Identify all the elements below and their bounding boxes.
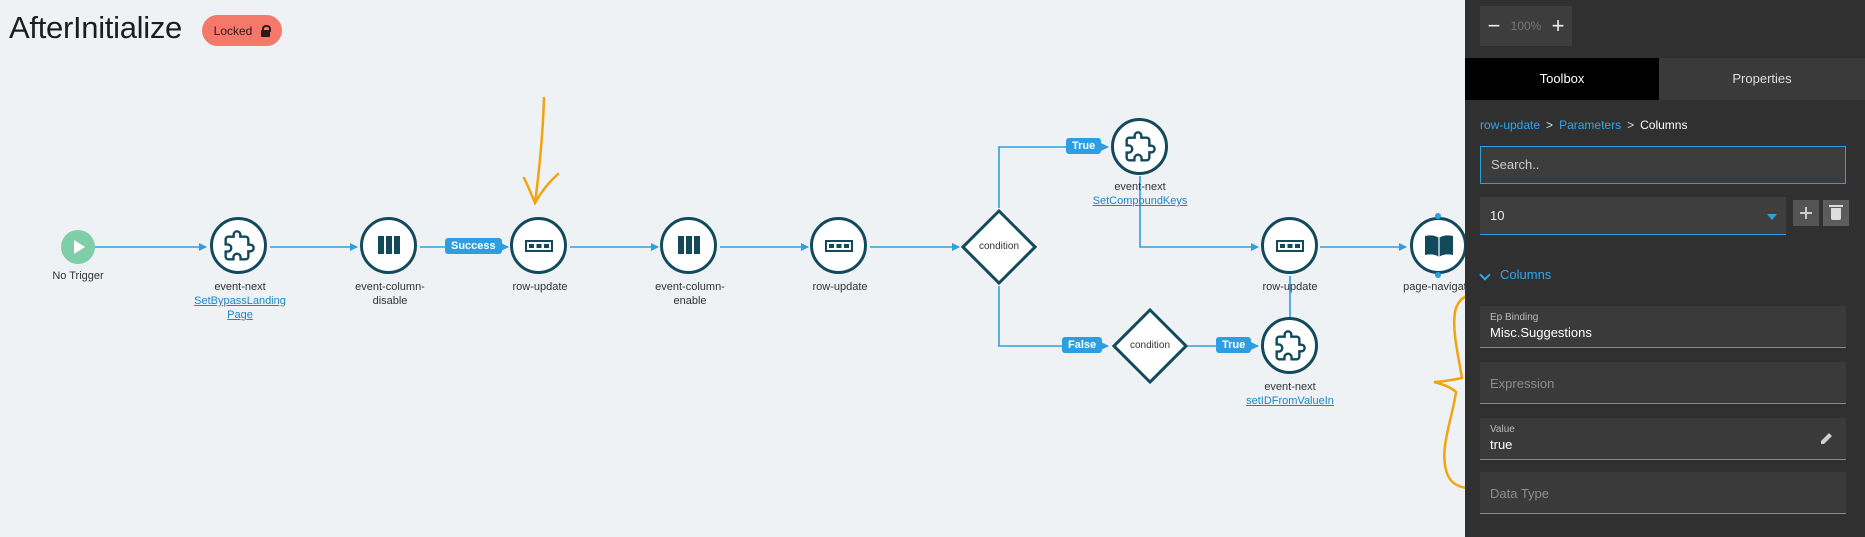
ep-binding-field[interactable]: Ep Binding Misc.Suggestions bbox=[1480, 306, 1846, 348]
search-input[interactable]: Search.. bbox=[1480, 146, 1846, 184]
breadcrumb-item[interactable]: Parameters bbox=[1559, 118, 1622, 132]
tab-toolbox[interactable]: Toolbox bbox=[1465, 58, 1659, 100]
node-row-update[interactable] bbox=[810, 217, 867, 274]
node-row-update[interactable] bbox=[1261, 217, 1318, 274]
node-link[interactable]: SetBypassLanding bbox=[194, 295, 286, 307]
dropdown-caret-icon bbox=[1767, 214, 1777, 220]
node-row-update[interactable] bbox=[510, 217, 567, 274]
node-type-label: disable bbox=[372, 295, 408, 307]
breadcrumb-item[interactable]: row-update bbox=[1480, 118, 1541, 132]
zoom-control: − 100% + bbox=[1480, 6, 1572, 46]
field-label: Ep Binding bbox=[1490, 312, 1539, 323]
zoom-level: 100% bbox=[1510, 19, 1542, 33]
node-type-label: event-column- bbox=[355, 281, 425, 293]
field-placeholder: Data Type bbox=[1490, 486, 1550, 501]
locked-label: Locked bbox=[213, 23, 253, 38]
column-select-value: 10 bbox=[1490, 208, 1505, 223]
node-type-label: row-update bbox=[1262, 281, 1318, 293]
plus-icon-vertical bbox=[1805, 207, 1807, 219]
edge-label-true: True bbox=[1216, 337, 1252, 353]
node-event-next[interactable] bbox=[1111, 118, 1168, 175]
columns-icon bbox=[378, 236, 400, 254]
node-type-label: enable bbox=[673, 295, 707, 307]
selection-handle[interactable] bbox=[1435, 213, 1441, 219]
field-placeholder: Expression bbox=[1490, 376, 1555, 391]
edge-label-success: Success bbox=[445, 238, 502, 254]
column-select[interactable]: 10 bbox=[1480, 197, 1786, 235]
row-icon bbox=[825, 240, 853, 252]
edge-label-true: True bbox=[1066, 138, 1102, 154]
add-button[interactable] bbox=[1793, 200, 1819, 226]
chevron-down-icon[interactable] bbox=[1479, 269, 1491, 281]
delete-button[interactable] bbox=[1823, 200, 1849, 226]
condition-label: condition bbox=[978, 241, 1020, 252]
book-icon bbox=[1425, 235, 1453, 257]
play-icon bbox=[74, 240, 85, 254]
row-icon bbox=[525, 240, 553, 252]
data-type-field[interactable]: Data Type bbox=[1480, 472, 1846, 514]
node-type-label: event-next bbox=[1114, 181, 1166, 193]
node-event-column-enable[interactable] bbox=[660, 217, 717, 274]
node-type-label: event-next bbox=[214, 281, 266, 293]
node-link[interactable]: setIDFromValueIn bbox=[1246, 395, 1334, 407]
node-event-column-disable[interactable] bbox=[360, 217, 417, 274]
tab-properties[interactable]: Properties bbox=[1659, 58, 1865, 100]
node-event-next[interactable] bbox=[1261, 317, 1318, 374]
breadcrumb-separator: > bbox=[1627, 118, 1635, 132]
value-field[interactable]: Value true bbox=[1480, 418, 1846, 460]
columns-icon bbox=[678, 236, 700, 254]
edge-label-false: False bbox=[1062, 337, 1103, 353]
row-icon bbox=[1276, 240, 1304, 252]
condition-label: condition bbox=[1129, 340, 1171, 351]
node-link[interactable]: SetCompoundKeys bbox=[1092, 195, 1188, 207]
edit-icon[interactable] bbox=[1820, 431, 1834, 445]
selection-handle[interactable] bbox=[1435, 272, 1441, 278]
breadcrumb-separator: > bbox=[1546, 118, 1554, 132]
node-event-next[interactable] bbox=[210, 217, 267, 274]
trigger-label: No Trigger bbox=[52, 270, 104, 282]
lock-icon bbox=[260, 24, 272, 37]
page-title: AfterInitialize bbox=[9, 10, 182, 45]
zoom-in-button[interactable]: + bbox=[1551, 13, 1565, 38]
node-type-label: event-next bbox=[1264, 381, 1316, 393]
breadcrumb-current: Columns bbox=[1640, 118, 1688, 132]
field-value: Misc.Suggestions bbox=[1490, 325, 1592, 340]
section-columns[interactable]: Columns bbox=[1500, 267, 1552, 282]
puzzle-icon bbox=[1275, 330, 1306, 361]
trigger-node[interactable] bbox=[61, 230, 95, 264]
properties-panel: − 100% + Toolbox Properties row-update > P… bbox=[1465, 0, 1865, 537]
trash-lid bbox=[1829, 205, 1843, 207]
node-type-label: row-update bbox=[512, 281, 568, 293]
node-page-navigate[interactable] bbox=[1410, 217, 1467, 274]
zoom-out-button[interactable]: − bbox=[1487, 13, 1501, 38]
node-type-label: row-update bbox=[812, 281, 868, 293]
trash-icon bbox=[1831, 208, 1841, 220]
node-type-label: page-navigate bbox=[1403, 281, 1473, 293]
node-link[interactable]: Page bbox=[227, 309, 253, 321]
breadcrumb: row-update > Parameters > Columns bbox=[1480, 118, 1687, 132]
puzzle-icon bbox=[224, 230, 255, 261]
puzzle-icon bbox=[1125, 131, 1156, 162]
node-type-label: event-column- bbox=[655, 281, 725, 293]
field-value: true bbox=[1490, 437, 1513, 452]
expression-field[interactable]: Expression bbox=[1480, 362, 1846, 404]
locked-badge[interactable]: Locked bbox=[202, 15, 282, 46]
field-label: Value bbox=[1490, 424, 1515, 435]
